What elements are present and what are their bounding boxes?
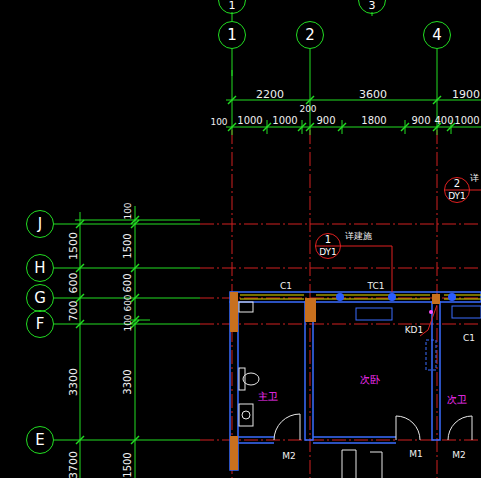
grid-bubble: 2 xyxy=(296,21,324,49)
grid-label: 3 xyxy=(369,0,376,11)
grid-bubble: F xyxy=(26,310,54,338)
dimension-text: M2 xyxy=(452,451,466,460)
grid-label: J xyxy=(38,217,42,232)
dimension-ticks xyxy=(76,96,455,444)
dimension-text: 3600 xyxy=(359,89,387,100)
callout-text: DY1 xyxy=(319,248,337,257)
grid-label: 1 xyxy=(229,0,236,11)
dimension-text: 详 xyxy=(470,174,479,183)
grid-bubble: H xyxy=(26,254,54,282)
dimension-text: 100 xyxy=(124,314,133,331)
dimension-text: 详建施 xyxy=(345,232,372,241)
dimension-text: 1900 xyxy=(452,89,480,100)
fixtures xyxy=(239,302,472,478)
dimension-text: 1000 xyxy=(272,116,297,126)
grid-label: H xyxy=(34,261,45,276)
dimension-text: TC1 xyxy=(368,282,385,291)
dimension-text: KD1 xyxy=(405,326,424,335)
dimension-text: 600 xyxy=(124,294,133,311)
dimension-text: 100 xyxy=(124,202,133,219)
grid-label: G xyxy=(34,291,46,306)
grid-label: 1 xyxy=(227,28,237,43)
grid-bubble: 4 xyxy=(423,21,451,49)
dimension-text: 200 xyxy=(299,105,316,114)
grid-label: F xyxy=(36,317,45,332)
callout-text: 2 xyxy=(454,179,460,189)
grid-bubble: 3 xyxy=(358,0,386,14)
room-name: 主卫 xyxy=(258,392,278,402)
grid-label: E xyxy=(35,433,44,448)
grid-bubble: 1 xyxy=(218,0,246,14)
grid-label: 4 xyxy=(432,28,442,43)
dimension-text: M1 xyxy=(409,450,423,459)
dimension-text: 2200 xyxy=(256,89,284,100)
dimension-text: 100 xyxy=(210,118,227,127)
dimension-text: C1 xyxy=(463,334,475,343)
dimension-text: 1000 xyxy=(237,116,262,126)
dimension-text: 1500 xyxy=(123,452,133,477)
dimension-text: 400 xyxy=(434,116,453,126)
grid-bubble: J xyxy=(26,210,54,238)
grid-label: 2 xyxy=(305,28,315,43)
room-name: 次卧 xyxy=(360,375,380,385)
dimension-text: 1500 xyxy=(123,233,133,258)
detail-callout: 2DY1 xyxy=(444,177,470,203)
grid-bubble: 1 xyxy=(218,21,246,49)
dimension-text: 600 xyxy=(123,273,133,292)
dimension-text: 900 xyxy=(411,116,430,126)
dimension-text: 3300 xyxy=(123,369,133,394)
callout-text: 1 xyxy=(325,235,331,245)
dimension-lines xyxy=(54,12,481,478)
dimension-text: 1500 xyxy=(68,232,79,260)
dimension-text: 1000 xyxy=(454,116,479,126)
detail-callout: 1DY1 xyxy=(315,233,341,259)
dimension-text: 700 xyxy=(68,301,79,322)
dimension-text: M2 xyxy=(282,452,296,461)
callout-text: DY1 xyxy=(448,192,466,201)
axis-lines xyxy=(200,130,481,478)
dimension-text: 900 xyxy=(316,116,335,126)
room-name: 次卫 xyxy=(447,395,467,405)
walls xyxy=(230,292,481,470)
dimension-text: 1800 xyxy=(361,116,386,126)
dimension-text: 3300 xyxy=(68,368,79,396)
dimension-text: C1 xyxy=(280,282,292,291)
grid-bubble: E xyxy=(26,426,54,454)
dimension-text: 3700 xyxy=(68,451,79,478)
dimension-text: 600 xyxy=(68,273,79,294)
grid-bubble: G xyxy=(26,284,54,312)
leader-lines xyxy=(315,190,481,336)
